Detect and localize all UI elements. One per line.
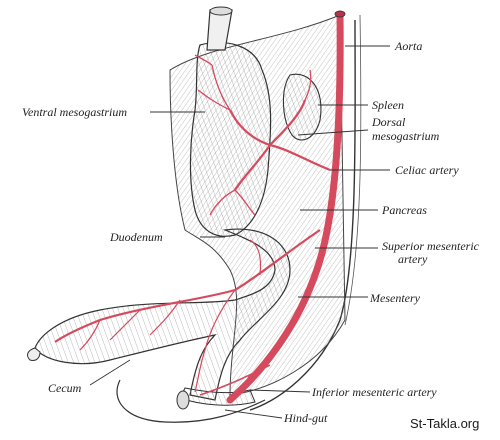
hind-gut-loop	[116, 379, 266, 423]
esophagus-opening	[209, 6, 233, 16]
mesenteric-branches	[79, 239, 262, 393]
intestinal-loop	[34, 228, 291, 401]
label-pancreas: Pancreas	[382, 203, 427, 217]
label-superior-mesenteric-line2: artery	[398, 252, 428, 266]
leader-lines	[89, 45, 390, 419]
hind-gut-opening	[176, 390, 190, 410]
gastric-branches	[194, 54, 312, 216]
inferior-mesenteric-vessel	[199, 364, 271, 401]
superior-mesenteric-vessel	[54, 229, 321, 343]
label-ventral-mesogastrium: Ventral mesogastrium	[22, 105, 127, 119]
abdominal-wall-line	[344, 14, 362, 326]
aorta-opening	[334, 10, 346, 18]
label-spleen: Spleen	[372, 98, 404, 112]
stomach	[189, 41, 272, 237]
label-aorta: Aorta	[395, 39, 423, 53]
label-inferior-mesenteric-artery: Inferior mesenteric artery	[312, 385, 437, 399]
label-dorsal-mesogastrium-line1: Dorsal	[372, 115, 406, 129]
label-superior-mesenteric-line1: Superior mesenteric	[382, 239, 479, 253]
cecum-tip	[27, 347, 41, 361]
label-duodenum: Duodenum	[110, 230, 163, 244]
watermark: St-Takla.org	[410, 416, 480, 431]
celiac-artery-vessel	[229, 99, 331, 191]
aorta-vessel	[226, 10, 344, 404]
label-mesentery: Mesentery	[370, 291, 420, 305]
label-celiac-artery: Celiac artery	[395, 163, 459, 177]
label-dorsal-mesogastrium-line2: mesogastrium	[372, 129, 440, 143]
label-cecum: Cecum	[48, 381, 82, 395]
label-hind-gut: Hind-gut	[284, 411, 328, 425]
